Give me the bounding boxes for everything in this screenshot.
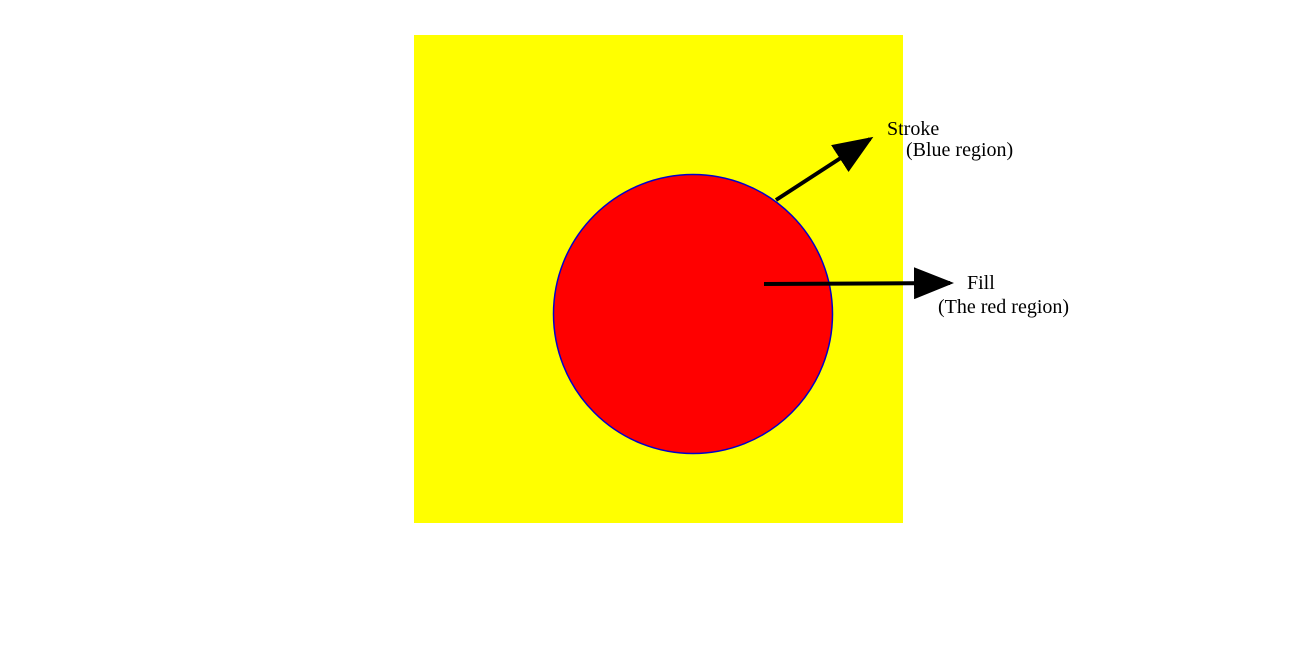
red-circle-with-blue-stroke bbox=[552, 173, 834, 455]
stroke-sublabel: (Blue region) bbox=[906, 139, 1013, 161]
fill-label: Fill bbox=[967, 272, 995, 294]
stroke-label: Stroke bbox=[887, 118, 939, 140]
fill-arrow bbox=[763, 267, 954, 300]
stroke-arrow bbox=[774, 136, 874, 202]
fill-sublabel: (The red region) bbox=[938, 296, 1069, 318]
